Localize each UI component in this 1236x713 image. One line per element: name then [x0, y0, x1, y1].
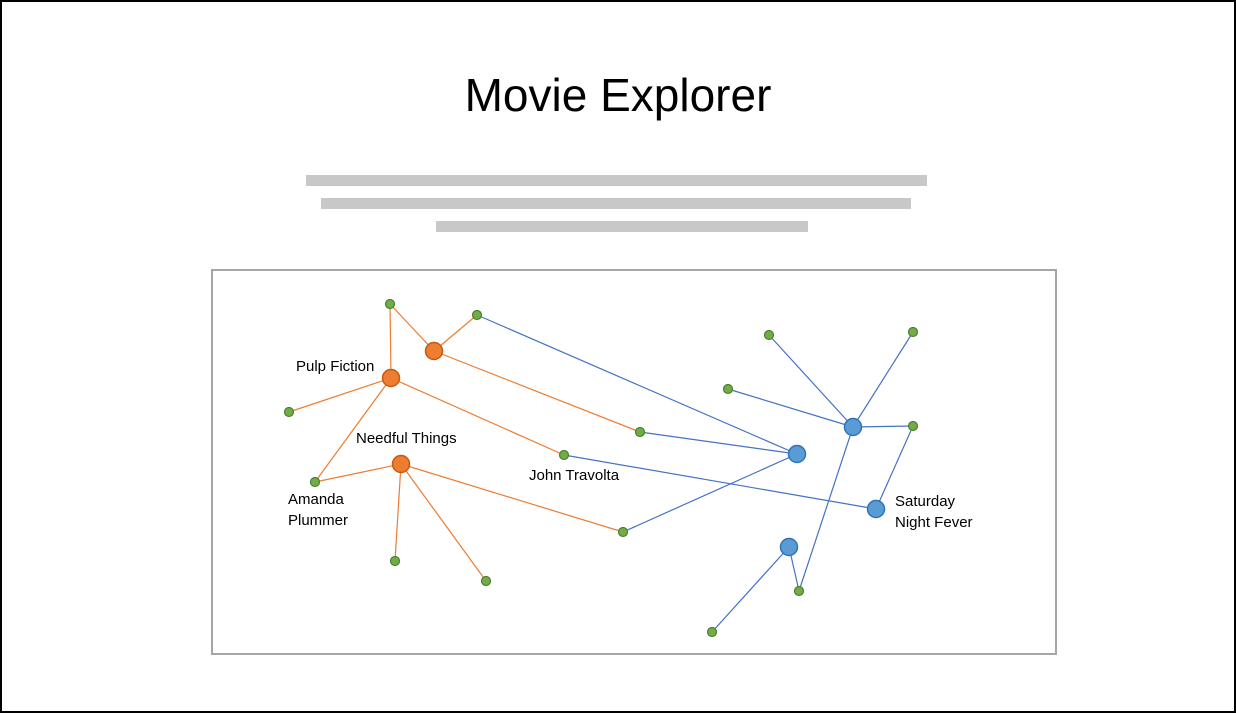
graph-edges: [288, 303, 914, 633]
edge: [768, 334, 854, 428]
description-placeholder-line: [306, 175, 927, 186]
edge: [622, 453, 798, 533]
blue-node[interactable]: [787, 444, 807, 464]
edge: [314, 377, 392, 483]
node-label-saturday-night-fever: Saturday Night Fever: [895, 491, 973, 533]
edge: [711, 546, 790, 633]
description-placeholder-line: [321, 198, 911, 209]
node-label-line: Plummer: [288, 512, 349, 529]
node-label-pulp-fiction: Pulp Fiction: [296, 358, 375, 375]
edge: [390, 377, 565, 456]
edge: [563, 454, 877, 510]
network-graph[interactable]: [213, 271, 1055, 653]
edge: [476, 314, 798, 455]
node-label-john-travolta: John Travolta: [529, 467, 620, 484]
green-node[interactable]: [722, 383, 734, 395]
edge: [389, 303, 435, 352]
green-node[interactable]: [907, 420, 919, 432]
green-node[interactable]: [389, 555, 401, 567]
node-label-line: Amanda: [288, 491, 344, 508]
edge: [400, 463, 624, 533]
page-title: Movie Explorer: [464, 69, 772, 121]
graph-nodes[interactable]: [283, 298, 919, 638]
edge: [875, 425, 914, 510]
orange-node-needful-things[interactable]: [391, 454, 411, 474]
edge: [288, 377, 392, 413]
blue-node[interactable]: [843, 417, 863, 437]
node-label-line: Night Fever: [895, 514, 973, 531]
node-label-needful-things: Needful Things: [356, 430, 457, 447]
green-node[interactable]: [471, 309, 483, 321]
edge: [400, 463, 487, 582]
blue-node-saturday-night-fever[interactable]: [866, 499, 886, 519]
description-placeholder-line: [436, 221, 808, 232]
green-node[interactable]: [907, 326, 919, 338]
green-node[interactable]: [617, 526, 629, 538]
green-node[interactable]: [283, 406, 295, 418]
blue-node[interactable]: [779, 537, 799, 557]
edge: [433, 350, 641, 433]
green-node[interactable]: [384, 298, 396, 310]
orange-node-pulp-fiction[interactable]: [381, 368, 401, 388]
edge: [727, 388, 854, 428]
green-node-amanda-plummer[interactable]: [309, 476, 321, 488]
node-label-amanda-plummer: Amanda Plummer: [288, 489, 348, 531]
green-node[interactable]: [706, 626, 718, 638]
edge: [394, 463, 402, 562]
node-label-line: Saturday: [895, 493, 956, 510]
edge: [852, 331, 914, 428]
green-node[interactable]: [634, 426, 646, 438]
green-node[interactable]: [480, 575, 492, 587]
edge: [433, 314, 478, 352]
green-node[interactable]: [763, 329, 775, 341]
green-node[interactable]: [793, 585, 805, 597]
edge: [852, 425, 914, 428]
edge: [314, 463, 402, 483]
green-node-john-travolta[interactable]: [558, 449, 570, 461]
orange-node[interactable]: [424, 341, 444, 361]
edge: [798, 426, 854, 592]
edge: [389, 303, 392, 379]
edge: [639, 431, 798, 455]
graph-panel[interactable]: Pulp Fiction Needful Things John Travolt…: [211, 269, 1057, 655]
